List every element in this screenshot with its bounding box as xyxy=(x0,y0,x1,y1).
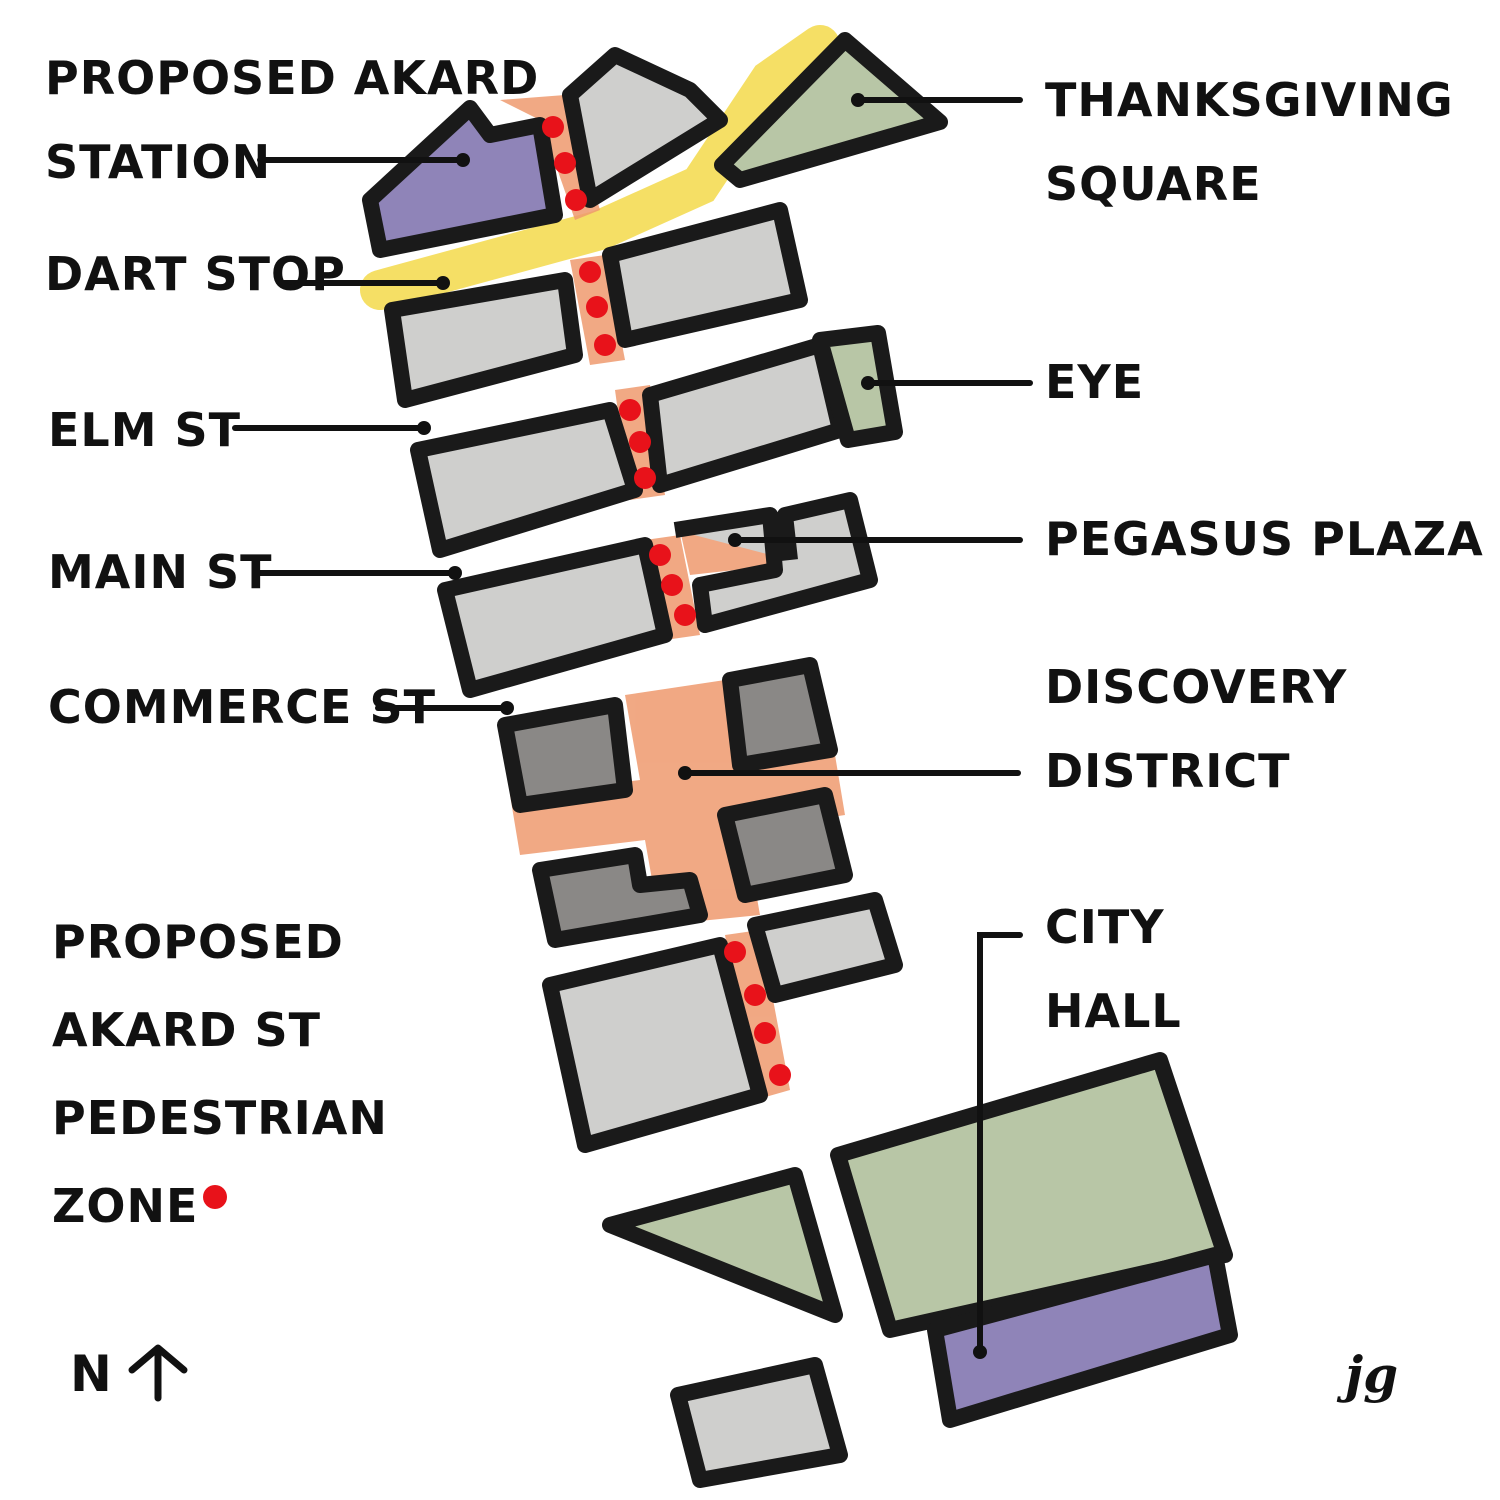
ped-dot xyxy=(744,984,766,1006)
ped-dot xyxy=(629,431,651,453)
eye-block xyxy=(812,325,903,448)
city-hall-building xyxy=(927,1247,1238,1428)
thanksgiving-square-label: THANKSGIVING SQUARE xyxy=(1045,58,1454,226)
ped-dot xyxy=(619,399,641,421)
legend-line3: PEDESTRIAN xyxy=(52,1091,388,1145)
block-far-south xyxy=(670,1357,848,1488)
akard-station-label-line2: STATION xyxy=(45,135,272,189)
akard-station-label: PROPOSED AKARD STATION xyxy=(45,36,539,204)
ped-dot xyxy=(634,467,656,489)
ped-dot xyxy=(565,189,587,211)
dart-rail-line xyxy=(360,25,840,310)
thanksgiving-square-line2: SQUARE xyxy=(1045,157,1262,211)
block-row-3-west xyxy=(437,537,673,698)
city-hall-label: CITY HALL xyxy=(1045,885,1182,1053)
discovery-district-label: DISCOVERY DISTRICT xyxy=(1045,645,1347,813)
block-row-1-east xyxy=(602,202,808,348)
city-hall-plaza xyxy=(830,1052,1233,1338)
block-row-1-west xyxy=(384,272,583,408)
block-south-west xyxy=(542,937,768,1153)
block-row-3-east xyxy=(673,492,878,633)
legend-line2: AKARD ST xyxy=(52,1003,321,1057)
signature: jg xyxy=(1345,1345,1399,1404)
ped-dot xyxy=(579,261,601,283)
eye-label: EYE xyxy=(1045,355,1145,409)
thanksgiving-square-line1: THANKSGIVING xyxy=(1045,73,1454,127)
legend-line4: ZONE xyxy=(52,1179,199,1233)
city-hall-park-triangle xyxy=(602,1167,843,1323)
block-row-2-west xyxy=(410,402,643,558)
ped-dot xyxy=(769,1064,791,1086)
elm-st-label: ELM ST xyxy=(48,403,242,457)
discovery-district-blocks xyxy=(497,657,853,948)
block-row-2-east xyxy=(642,337,848,493)
city-hall-line2: HALL xyxy=(1045,984,1182,1038)
commerce-st-label: COMMERCE ST xyxy=(48,680,436,734)
ped-dot xyxy=(754,1022,776,1044)
pegasus-plaza-label: PEGASUS PLAZA xyxy=(1045,512,1484,566)
ped-dot xyxy=(542,116,564,138)
ped-dot xyxy=(661,574,683,596)
dart-stop-label: DART STOP xyxy=(45,247,346,301)
ped-dot xyxy=(724,941,746,963)
discovery-district-line1: DISCOVERY xyxy=(1045,660,1348,714)
ped-dot xyxy=(649,544,671,566)
leader-lines xyxy=(232,93,1033,1359)
thanksgiving-square-block xyxy=(714,32,948,188)
pedestrian-zone-dots xyxy=(203,116,791,1209)
north-indicator-label: N xyxy=(70,1345,112,1403)
discovery-district-line2: DISTRICT xyxy=(1045,744,1291,798)
ped-dot xyxy=(594,334,616,356)
proposed-akard-station-block xyxy=(362,100,563,258)
block-north-center xyxy=(562,47,728,208)
ped-dot xyxy=(586,296,608,318)
ped-dot xyxy=(674,604,696,626)
city-hall-line1: CITY xyxy=(1045,900,1165,954)
ped-dot xyxy=(554,152,576,174)
legend-line1: PROPOSED xyxy=(52,915,344,969)
legend-label: PROPOSED AKARD ST PEDESTRIAN ZONE xyxy=(52,898,388,1250)
north-arrow-icon xyxy=(128,1344,188,1402)
block-south-east xyxy=(747,892,903,1003)
akard-station-label-line1: PROPOSED AKARD xyxy=(45,51,540,105)
legend-dot-icon xyxy=(203,1185,227,1209)
main-st-label: MAIN ST xyxy=(48,545,273,599)
